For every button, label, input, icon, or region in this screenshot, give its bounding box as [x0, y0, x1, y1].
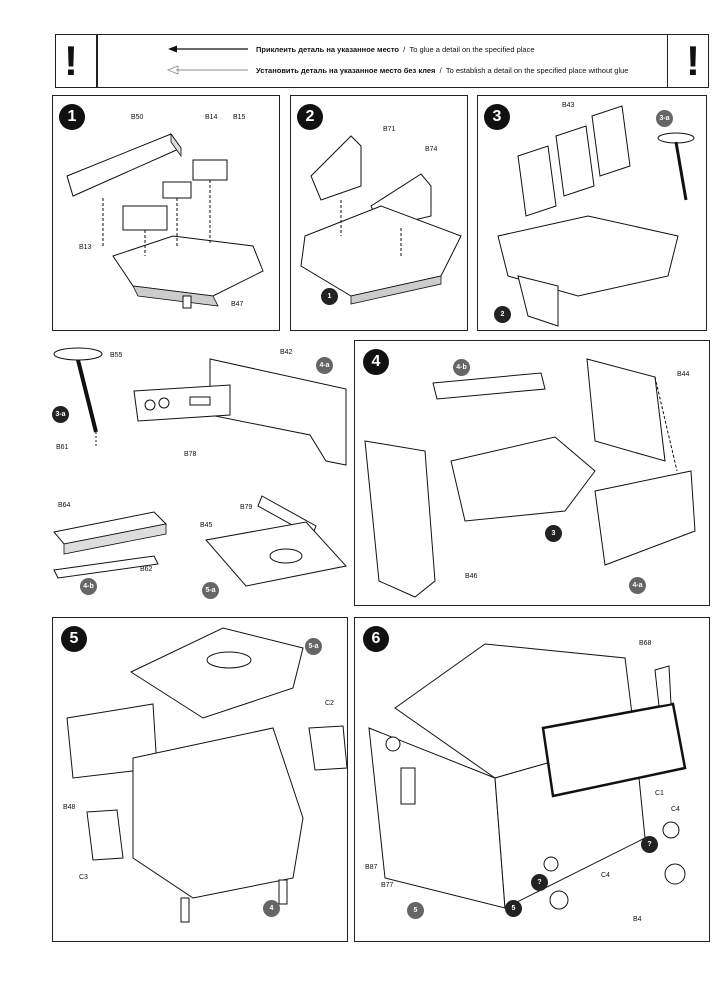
part-label: B47 [231, 301, 244, 308]
part-label: B87 [365, 864, 378, 871]
step-3-panel: 3 B43 3-a 20 2 [477, 95, 707, 331]
part-label: C1 [655, 790, 664, 797]
console-drawing [53, 511, 168, 579]
step-number: 6 [363, 626, 389, 652]
legend-glue-ru: Приклеить деталь на указанное место [256, 45, 399, 54]
part-label: C3 [79, 874, 88, 881]
part-label: B15 [233, 114, 246, 121]
step-number: 1 [59, 104, 85, 130]
part-label: B4 [633, 916, 642, 923]
step-number: 4 [363, 349, 389, 375]
steering-wheel-drawing [53, 347, 103, 446]
ref-circle: 5-a [202, 582, 219, 599]
cab-interior-drawing [364, 358, 696, 598]
part-label: B50 [131, 114, 144, 121]
roof-panel-drawing [205, 495, 347, 587]
part-label: B71 [383, 126, 396, 133]
part-label: B55 [110, 352, 123, 359]
glue-star-icon: 30 [220, 508, 240, 528]
substep-5a: B79 30 B45 5-a [196, 486, 356, 606]
floor-seat-base-drawing [300, 135, 462, 305]
legend-slash: / [403, 45, 406, 54]
part-label: C2 [325, 700, 334, 707]
part-label: B61 [56, 444, 69, 451]
legend-glue-row: Приклеить деталь на указанное место / To… [256, 45, 535, 54]
part-label: B42 [280, 349, 293, 356]
legend-glue-en: To glue a detail on the specified place [409, 45, 535, 54]
legend-slash: / [439, 66, 442, 75]
ref-circle: 4-b [453, 359, 470, 376]
step-6-panel: 6 20 B68 C1 20 C4 C4 B87 B77 5 5 B4 20 ?… [354, 617, 710, 942]
glue-star-icon: 20 [681, 768, 701, 788]
ref-circle: 2 [494, 306, 511, 323]
legend-noglue-en: To establish a detail on the specified p… [445, 66, 629, 75]
ref-circle: 5-a [305, 638, 322, 655]
glue-star-icon: 20 [419, 632, 439, 652]
legend-box: ! ! Приклеить деталь на указанное место … [55, 34, 709, 88]
part-label: B48 [63, 804, 76, 811]
glue-star-icon: 30 [81, 700, 101, 720]
glue-star-icon: 30 [623, 349, 643, 369]
glue-star-icon: 20 [399, 134, 419, 154]
glue-star-icon: 20 [671, 888, 691, 908]
step-2-panel: 2 B71 B74 20 1 [290, 95, 468, 331]
step-number: 5 [61, 626, 87, 652]
part-label: C4 [671, 806, 680, 813]
glue-star-icon: 20 [212, 449, 232, 469]
floor-assembly-drawing [66, 132, 264, 309]
question-icon: ? [531, 874, 548, 891]
legend-no-glue-row: Установить деталь на указанное место без… [256, 66, 628, 75]
warning-icon-left: ! [64, 37, 78, 84]
part-label: C4 [601, 872, 610, 879]
step-number: 2 [297, 104, 323, 130]
ref-circle: 4-b [80, 578, 97, 595]
ref-circle: 3-a [52, 406, 69, 423]
ref-circle: 3-a [656, 110, 673, 127]
ref-circle: 1 [321, 288, 338, 305]
cab-final-drawing [368, 643, 687, 910]
part-label: B13 [79, 244, 92, 251]
part-label: B43 [562, 102, 575, 109]
no-glue-arrow-icon [166, 65, 248, 75]
part-label: B79 [240, 504, 253, 511]
part-label: B62 [140, 566, 153, 573]
glue-star-icon: 20 [106, 368, 126, 388]
dashboard-drawing [133, 358, 347, 466]
ref-circle: 5 [505, 900, 522, 917]
part-label: B45 [200, 522, 213, 529]
step-number: 3 [484, 104, 510, 130]
legend-noglue-ru: Установить деталь на указанное место без… [256, 66, 436, 75]
question-icon: ? [641, 836, 658, 853]
glue-arrow-icon [168, 45, 248, 53]
part-label: B77 [381, 882, 394, 889]
ref-circle: 4 [263, 900, 280, 917]
part-label: B64 [58, 502, 71, 509]
part-label: B68 [639, 640, 652, 647]
divider [666, 35, 668, 87]
divider [96, 35, 98, 87]
glue-star-icon: 20 [98, 490, 118, 510]
step-5-panel: 5 5-a 30 C2 B48 C3 4 [52, 617, 348, 942]
cab-shell-drawing [66, 627, 348, 923]
part-label: B74 [425, 146, 438, 153]
ref-circle: 5 [407, 902, 424, 919]
substep-3a: B55 20 3-a B61 [40, 340, 140, 460]
seats-drawing [497, 105, 695, 327]
glue-star-icon: 20 [488, 196, 508, 216]
step-1-panel: 1 B50 B14 B15 B13 B47 [52, 95, 280, 331]
step-4-panel: 4 4-b 30 B44 B46 3 4-a [354, 340, 710, 606]
warning-icon-right: ! [686, 37, 700, 84]
part-label: B14 [205, 114, 218, 121]
part-label: B78 [184, 451, 197, 458]
substep-4a: B42 4-a B78 20 [130, 345, 350, 475]
part-label: B44 [677, 371, 690, 378]
ref-circle: 4-a [316, 357, 333, 374]
ref-circle: 3 [545, 525, 562, 542]
substep-4b: B64 20 B62 4-b [44, 490, 174, 600]
ref-circle: 4-a [629, 577, 646, 594]
part-label: B46 [465, 573, 478, 580]
